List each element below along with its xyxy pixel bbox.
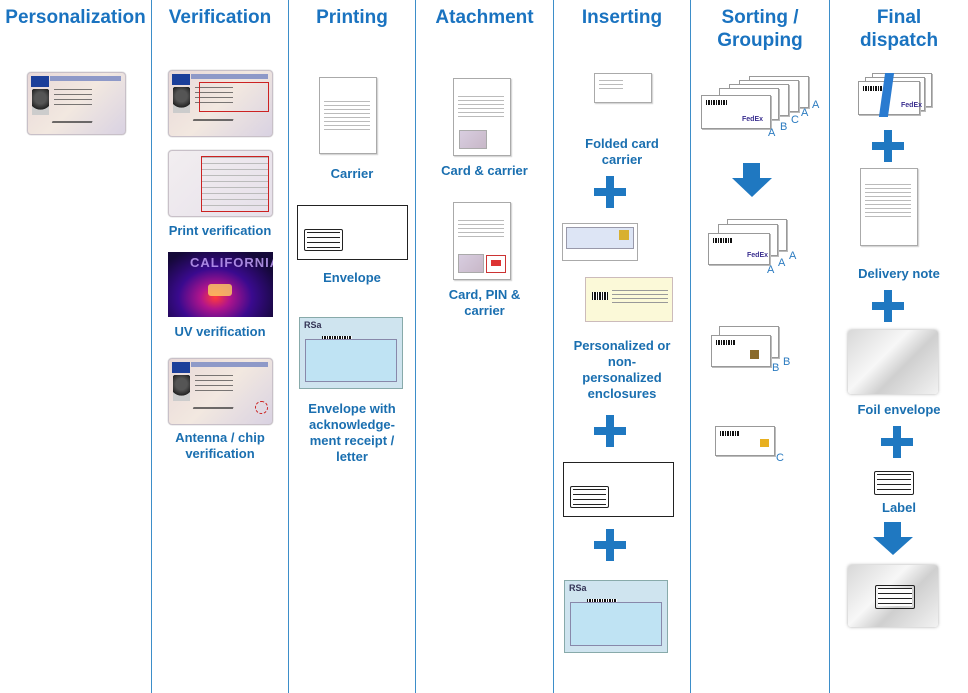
folded-carrier-image (594, 73, 652, 103)
receipt-envelope-caption: Envelope with acknowledge- ment receipt … (308, 401, 396, 464)
column-verification: Verification Print verification CALIFORN… (152, 0, 288, 693)
column-inserting: Inserting Folded card carrier Personaliz… (554, 0, 690, 693)
print-verification-caption: Print verification (168, 223, 272, 238)
receipt-logo: RSa (569, 583, 587, 593)
fedex-label: FedEx (901, 102, 923, 109)
foil-envelope-image (848, 330, 938, 394)
envelope-caption: Envelope (323, 270, 381, 285)
antenna-verification-caption: Antenna / chip verification (175, 430, 265, 461)
sort-letter: C (791, 114, 799, 126)
id-card-image (27, 72, 126, 135)
column-printing: Printing Carrier Envelope RSa Envelope w… (289, 0, 415, 693)
plus-icon (881, 426, 913, 458)
divider (288, 0, 289, 693)
column-attachment: Atachment Card & carrier Card, PIN & car… (416, 0, 553, 693)
column-personalization: Personalization (0, 0, 151, 693)
plus-icon (594, 529, 626, 561)
delivery-note-caption: Delivery note (858, 266, 940, 281)
sort-letter: B (780, 121, 788, 133)
plus-icon (594, 176, 626, 208)
fedex-label: FedEx (747, 252, 769, 259)
divider (415, 0, 416, 693)
antenna-card-image (168, 358, 273, 425)
uv-text: CALIFORNIA (190, 255, 273, 270)
label-caption: Label (882, 500, 916, 515)
plus-icon (872, 130, 904, 162)
plus-icon (594, 415, 626, 447)
print-verification-image (168, 150, 273, 217)
sort-letter: A (768, 127, 776, 139)
column-title: Sorting / Grouping (717, 7, 803, 51)
folded-carrier-caption: Folded card carrier (585, 136, 659, 167)
sort-letter: A (767, 264, 775, 276)
sort-letter: C (776, 452, 784, 464)
receipt-envelope-image: RSa (299, 317, 403, 389)
receipt-envelope-image: RSa (564, 580, 668, 653)
card-pin-carrier-caption: Card, PIN & carrier (448, 287, 521, 318)
receipt-logo: RSa (304, 320, 322, 330)
divider (829, 0, 830, 693)
column-title: Verification (168, 7, 272, 28)
divider (690, 0, 691, 693)
column-title: Inserting (581, 7, 663, 28)
carrier-document-image (319, 77, 377, 154)
sort-letter: A (812, 99, 820, 111)
foil-envelope-caption: Foil envelope (857, 402, 941, 417)
id-card-verified-image (168, 70, 273, 137)
sort-letter: A (789, 250, 797, 262)
column-title: Personalization (5, 7, 146, 28)
labelled-foil-envelope-image (848, 565, 938, 627)
column-title: Final dispatch (859, 7, 939, 51)
label-image (874, 471, 914, 495)
column-dispatch: Final dispatch FedEx Delivery note Foil … (830, 0, 968, 693)
column-sorting: Sorting / Grouping FedEx A B C A A FedEx… (691, 0, 829, 693)
card-carrier-caption: Card & carrier (441, 163, 528, 178)
sort-letter: A (801, 107, 809, 119)
sort-letter: B (783, 356, 791, 368)
enclosure-card-image (585, 277, 673, 322)
uv-verification-image: CALIFORNIA (168, 252, 273, 317)
carrier-caption: Carrier (330, 166, 374, 181)
card-carrier-image (453, 78, 511, 156)
delivery-note-image (860, 168, 918, 246)
card-pin-carrier-image (453, 202, 511, 280)
uv-verification-caption: UV verification (174, 324, 266, 339)
column-title: Printing (316, 7, 388, 28)
enclosures-caption: Personalized or non- personalized enclos… (573, 338, 671, 401)
sort-letter: A (778, 257, 786, 269)
fedex-label: FedEx (742, 116, 764, 123)
envelope-image (563, 462, 674, 517)
envelope-group4 (715, 426, 775, 456)
envelope-image (297, 205, 408, 260)
enclosure-flyer-image (562, 223, 638, 261)
divider (553, 0, 554, 693)
sort-letter: B (772, 362, 780, 374)
divider (151, 0, 152, 693)
column-title: Atachment (435, 7, 534, 28)
plus-icon (872, 290, 904, 322)
